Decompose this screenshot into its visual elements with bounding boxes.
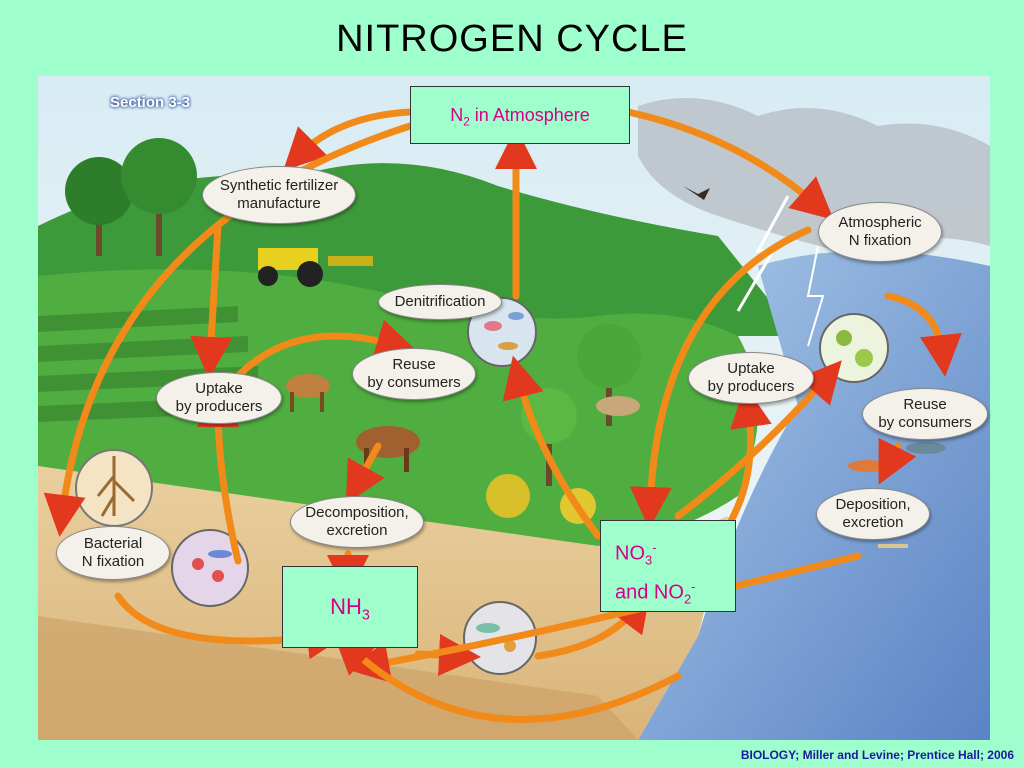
label-reuse-water: Reuse by consumers	[862, 388, 988, 440]
nh3-box: NH3	[282, 566, 418, 648]
atmosphere-box: N2 in Atmosphere	[410, 86, 630, 144]
label-uptake-water: Uptake by producers	[688, 352, 814, 404]
cycle-arrows	[43, 108, 962, 723]
bird-silhouette	[683, 186, 710, 200]
arrow-deposition-to-nh3	[347, 552, 862, 684]
arrow-reuse-to-decomposition	[345, 442, 385, 505]
arrow-no3-to-denitrification	[502, 355, 602, 540]
root-circle	[75, 449, 153, 527]
arrow-algae-to-reuse	[884, 292, 962, 377]
atmosphere-label: N2 in Atmosphere	[450, 105, 590, 129]
source-credit: BIOLOGY; Miller and Levine; Prentice Hal…	[740, 748, 1014, 762]
label-deposition: Deposition, excretion	[816, 488, 930, 540]
arrow-no3-to-algae	[674, 360, 842, 520]
arrow-no3-to-nh3	[332, 631, 682, 723]
goat	[286, 374, 330, 412]
section-label: Section 3-3	[110, 94, 191, 111]
tractor	[258, 248, 373, 287]
label-denitrification: Denitrification	[378, 284, 502, 320]
arrow-atmosphere-to-fertilizer	[283, 108, 414, 171]
label-uptake-land: Uptake by producers	[156, 372, 282, 424]
label-bacterial-fixation: Bacterial N fixation	[56, 526, 170, 580]
slide-title: NITROGEN CYCLE	[336, 18, 688, 60]
arrow-no3-to-uptake-water	[724, 385, 772, 530]
arrow-atmosphere-to-bacterial-fixation	[43, 122, 414, 537]
no2-label: and NO2-	[615, 578, 696, 607]
label-decomposition: Decomposition, excretion	[290, 496, 424, 548]
label-synthetic-fertilizer: Synthetic fertilizer manufacture	[202, 166, 356, 224]
arrow-atmosphere-to-atmospheric-fixation	[624, 108, 834, 220]
arrow-uptake-to-reuse	[234, 319, 419, 380]
microbe-circle-denitrification	[467, 297, 537, 367]
water-body	[638, 251, 990, 740]
no3-label: NO3-	[615, 540, 657, 568]
microbe-circle-bacterial-fixation	[171, 529, 249, 607]
arrow-atmospheric-fixation-to-no3	[629, 226, 812, 529]
hawk	[596, 396, 640, 416]
algae-circle	[819, 313, 889, 383]
nh3-label: NH3	[330, 594, 370, 624]
no3-box: NO3- and NO2-	[600, 520, 736, 612]
arrow-reuse-to-deposition	[878, 437, 917, 485]
label-atmospheric-fixation: Atmospheric N fixation	[818, 202, 942, 262]
arrow-fertilizer-to-uptake	[190, 222, 233, 379]
label-reuse-land: Reuse by consumers	[352, 348, 476, 400]
